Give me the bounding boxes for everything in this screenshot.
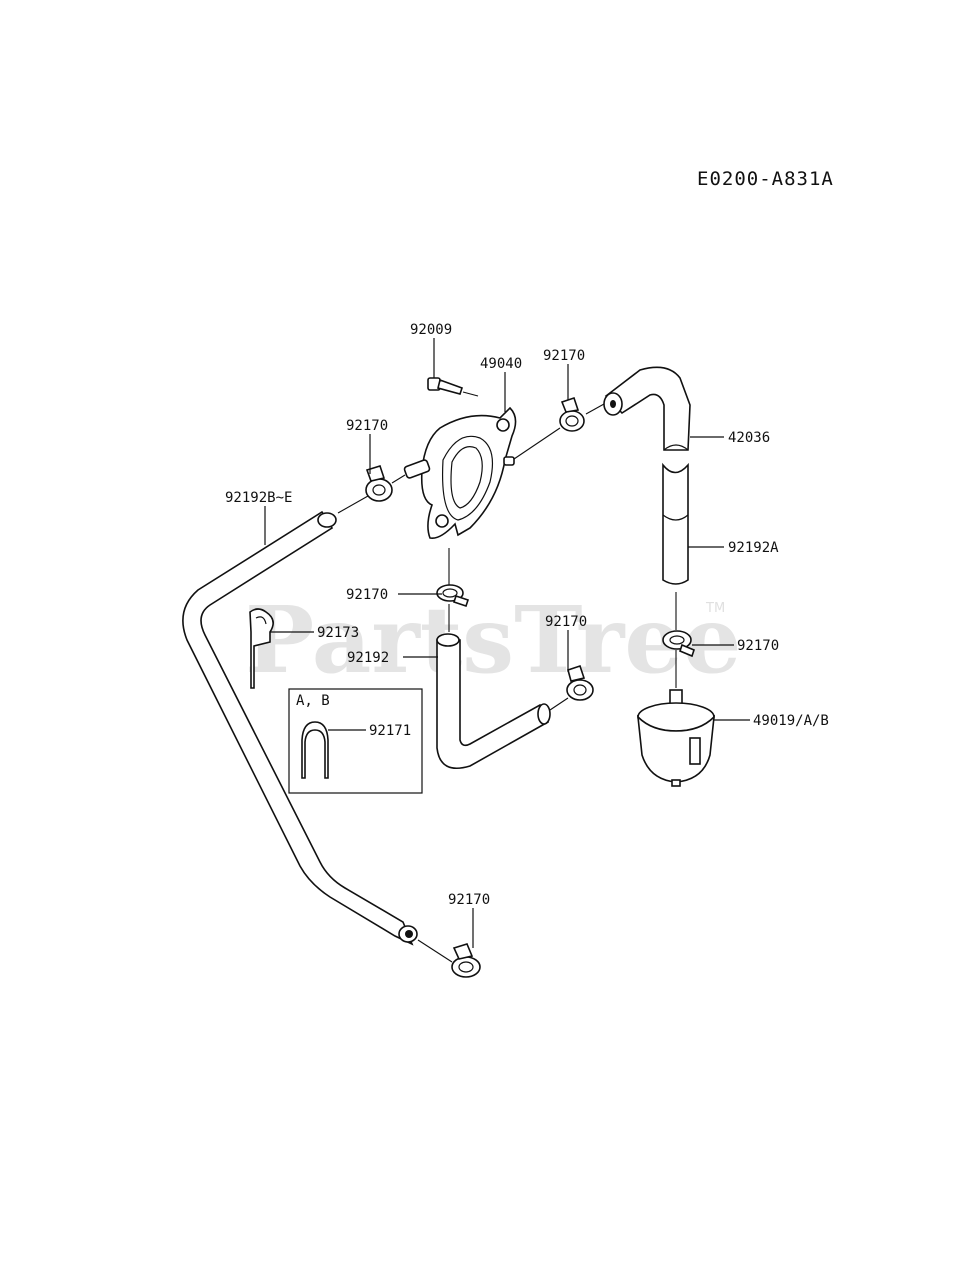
watermark: PartsTree [245, 586, 741, 694]
part-labels: 92009 49040 92170 92170 42036 92192B~E 9… [225, 322, 829, 908]
watermark-trademark: TM [705, 601, 725, 616]
hose-92192[interactable] [436, 633, 551, 770]
label-92192[interactable]: 92192 [347, 650, 389, 666]
clip-92173[interactable] [249, 608, 274, 689]
hose-42036[interactable] [603, 366, 691, 451]
label-92170-mid[interactable]: 92170 [346, 587, 388, 603]
fuel-filter-49019[interactable] [636, 689, 716, 787]
label-92170-center[interactable]: 92170 [545, 614, 587, 630]
label-49040[interactable]: 49040 [480, 356, 522, 372]
clamp-92170-bottom[interactable] [451, 943, 481, 978]
inset-label: A, B [296, 693, 330, 709]
label-92170-bottom[interactable]: 92170 [448, 892, 490, 908]
label-92192a[interactable]: 92192A [728, 540, 779, 556]
clamp-92170-top[interactable] [559, 396, 585, 432]
fuel-pump-49040[interactable] [403, 406, 517, 540]
clamp-92170-left[interactable] [365, 465, 393, 502]
clamp-92170-center[interactable] [566, 664, 594, 701]
leader-lines [264, 338, 750, 948]
label-92170-left[interactable]: 92170 [346, 418, 388, 434]
label-42036[interactable]: 42036 [728, 430, 770, 446]
hose-92192b-e[interactable] [182, 510, 418, 946]
label-92173[interactable]: 92173 [317, 625, 359, 641]
clamp-92170-mid[interactable] [436, 584, 470, 608]
bolt-92009[interactable] [427, 377, 464, 395]
inset-variant-box: A, B [288, 688, 423, 794]
label-92171[interactable]: 92171 [369, 723, 411, 739]
label-49019[interactable]: 49019/A/B [753, 713, 829, 729]
diagram-code: E0200-A831A [697, 168, 834, 190]
label-92192b-e[interactable]: 92192B~E [225, 490, 292, 506]
hose-92192a[interactable] [662, 462, 689, 585]
label-92170-top[interactable]: 92170 [543, 348, 585, 364]
clamp-92170-right[interactable] [662, 630, 695, 658]
assembly-lines [337, 391, 677, 963]
label-92170-right[interactable]: 92170 [737, 638, 779, 654]
label-92009[interactable]: 92009 [410, 322, 452, 338]
clip-92171[interactable] [301, 721, 329, 779]
